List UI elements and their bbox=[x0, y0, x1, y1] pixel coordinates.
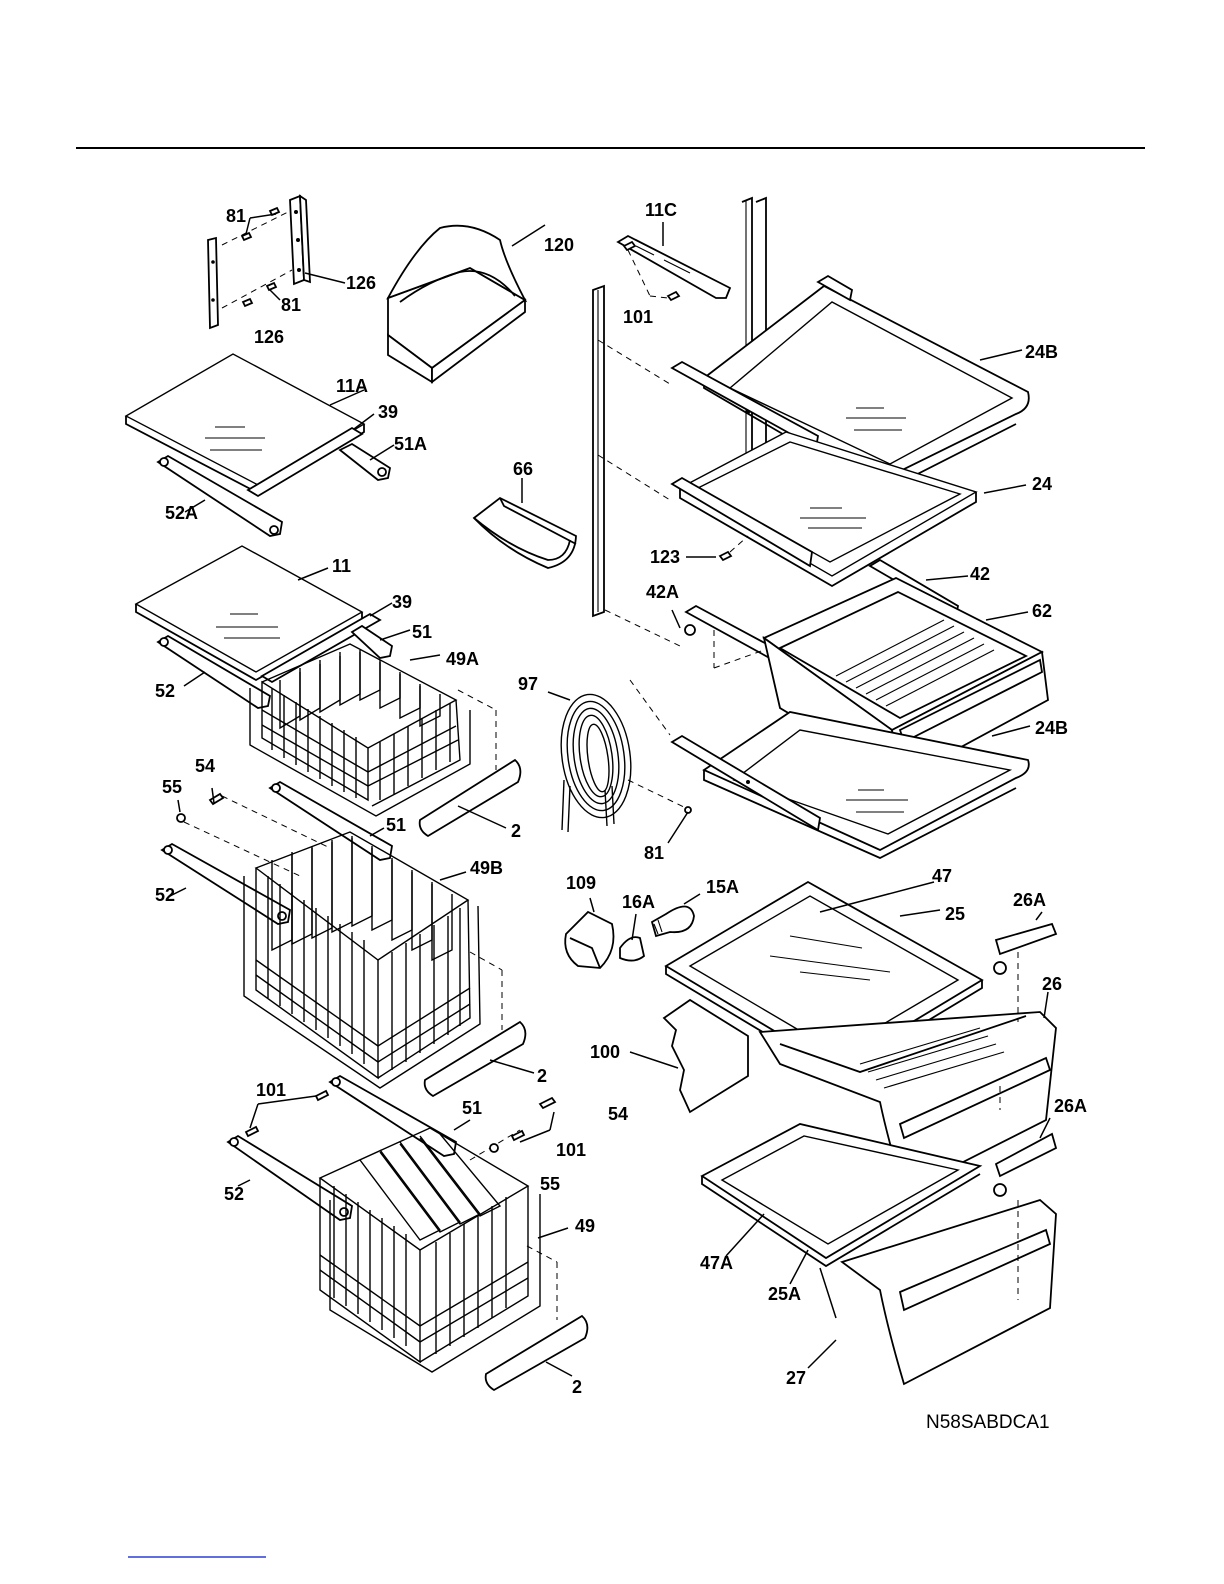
label-2: 2 bbox=[511, 821, 521, 841]
label-51A: 51A bbox=[394, 434, 427, 454]
label-126: 126 bbox=[254, 327, 284, 347]
label-47A: 47A bbox=[700, 1253, 733, 1273]
label-120: 120 bbox=[544, 235, 574, 255]
label-51: 51 bbox=[386, 815, 406, 835]
label-42A: 42A bbox=[646, 582, 679, 602]
label-52: 52 bbox=[224, 1184, 244, 1204]
label-39: 39 bbox=[378, 402, 398, 422]
label-51: 51 bbox=[462, 1098, 482, 1118]
diagram-code: N58SABDCA1 bbox=[926, 1412, 1050, 1433]
label-15A: 15A bbox=[706, 877, 739, 897]
part-27-crisper bbox=[702, 1118, 1056, 1384]
label-24B: 24B bbox=[1025, 342, 1058, 362]
part-54-55-screws bbox=[177, 782, 392, 876]
label-81: 81 bbox=[644, 843, 664, 863]
part-120-bin bbox=[388, 225, 545, 382]
label-26A: 26A bbox=[1013, 890, 1046, 910]
label-39: 39 bbox=[392, 592, 412, 612]
label-101: 101 bbox=[256, 1080, 286, 1100]
label-42: 42 bbox=[970, 564, 990, 584]
label-49B: 49B bbox=[470, 858, 503, 878]
part-66 bbox=[474, 478, 576, 568]
label-81: 81 bbox=[281, 295, 301, 315]
label-11: 11 bbox=[332, 556, 351, 576]
label-51: 51 bbox=[412, 622, 432, 642]
label-26A: 26A bbox=[1054, 1096, 1087, 1116]
label-52: 52 bbox=[155, 681, 175, 701]
label-81: 81 bbox=[226, 206, 246, 226]
label-11C: 11C bbox=[645, 200, 677, 220]
label-126: 126 bbox=[346, 273, 376, 293]
part-49A-basket bbox=[250, 644, 520, 836]
label-24B: 24B bbox=[1035, 718, 1068, 738]
label-27: 27 bbox=[786, 1368, 806, 1388]
part-49-basket bbox=[228, 1076, 587, 1390]
label-52A: 52A bbox=[165, 503, 198, 523]
part-11C-bracket bbox=[618, 222, 730, 300]
label-25: 25 bbox=[945, 904, 965, 924]
part-11-shelf bbox=[136, 546, 410, 708]
label-123: 123 bbox=[650, 547, 680, 567]
label-47: 47 bbox=[932, 866, 952, 886]
label-100: 100 bbox=[590, 1042, 620, 1062]
label-16A: 16A bbox=[622, 892, 655, 912]
label-62: 62 bbox=[1032, 601, 1052, 621]
label-66: 66 bbox=[513, 459, 533, 479]
label-101: 101 bbox=[623, 307, 653, 327]
label-2: 2 bbox=[537, 1066, 547, 1086]
label-49: 49 bbox=[575, 1216, 595, 1236]
label-26: 26 bbox=[1042, 974, 1062, 994]
label-54: 54 bbox=[195, 756, 215, 776]
label-49A: 49A bbox=[446, 649, 479, 669]
label-55: 55 bbox=[540, 1174, 560, 1194]
label-109: 109 bbox=[566, 873, 596, 893]
label-24: 24 bbox=[1032, 474, 1052, 494]
part-24-shelf bbox=[672, 432, 1026, 586]
label-2: 2 bbox=[572, 1377, 582, 1397]
label-25A: 25A bbox=[768, 1284, 801, 1304]
label-11A: 11A bbox=[336, 376, 368, 396]
label-52: 52 bbox=[155, 885, 175, 905]
label-101: 101 bbox=[556, 1140, 586, 1160]
label-55: 55 bbox=[162, 777, 182, 797]
label-97: 97 bbox=[518, 674, 538, 694]
label-54: 54 bbox=[608, 1104, 628, 1124]
part-97-coil bbox=[548, 690, 691, 843]
